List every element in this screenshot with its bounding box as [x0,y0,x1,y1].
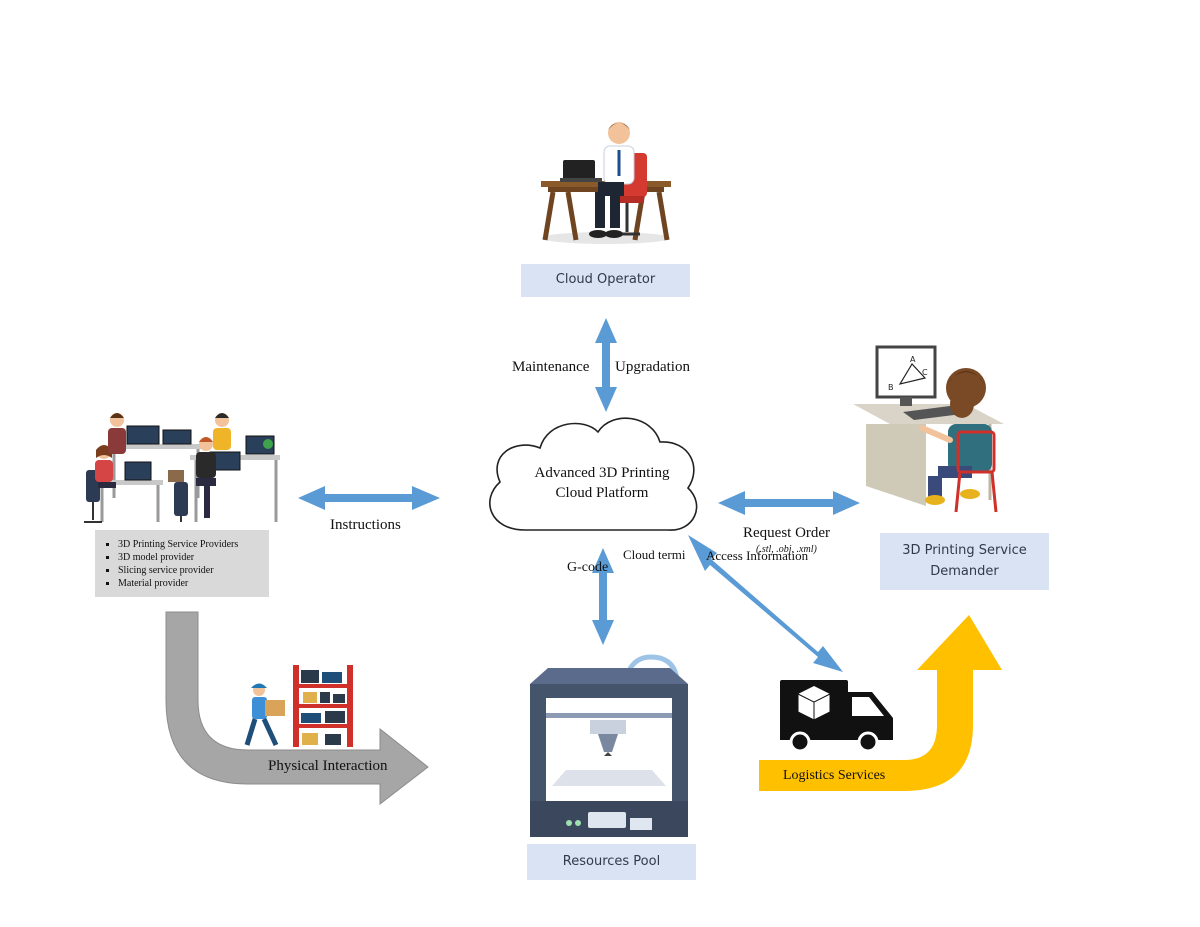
resources-pool-label: Resources Pool [527,844,696,880]
file-formats-label: (.stl, .obj, .xml) [756,544,817,555]
truck-illustration [780,680,893,753]
cloud-operator-label: Cloud Operator [521,264,690,297]
demander-label: 3D Printing Service Demander [880,533,1049,590]
cloud-terminal-label: Cloud termi [623,547,686,562]
logistics-services-arrow [759,615,1002,791]
request-order-label: Request Order [743,525,831,541]
instructions-label: Instructions [330,517,401,533]
arrow-operator-platform [595,318,617,412]
provider-item: 3D model provider [118,551,269,564]
providers-list-box: 3D Printing Service Providers 3D model p… [95,530,269,597]
provider-item: 3D Printing Service Providers [118,538,269,551]
upgradation-label: Upgradation [615,359,690,375]
svg-text:A: A [910,355,916,364]
cloud-operator-illustration [541,122,671,244]
arrow-platform-demander [718,491,860,515]
physical-interaction-arrow [165,611,429,806]
cloud-shape [489,417,698,531]
providers-illustration [84,413,280,523]
provider-item: Slicing service provider [118,564,269,577]
svg-text:C: C [922,368,928,377]
3d-printer-illustration [530,654,688,837]
access-information-label: Access Information [706,548,809,563]
physical-interaction-label: Physical Interaction [268,758,388,774]
warehouse-illustration [244,665,353,747]
blue-arrows [298,318,860,672]
gcode-label: G-code [567,560,609,575]
logistics-services-label: Logistics Services [783,768,886,783]
arrow-providers-platform [298,486,440,510]
maintenance-label: Maintenance [512,359,590,375]
arrow-platform-logistics [688,535,843,672]
platform-label: Advanced 3D Printing Cloud Platform [534,465,670,501]
providers-list: 3D Printing Service Providers 3D model p… [95,530,269,590]
arrow-platform-pool [592,548,614,645]
provider-item: Material provider [118,577,269,590]
demander-illustration: A B C [853,345,1004,513]
svg-text:B: B [888,383,894,392]
